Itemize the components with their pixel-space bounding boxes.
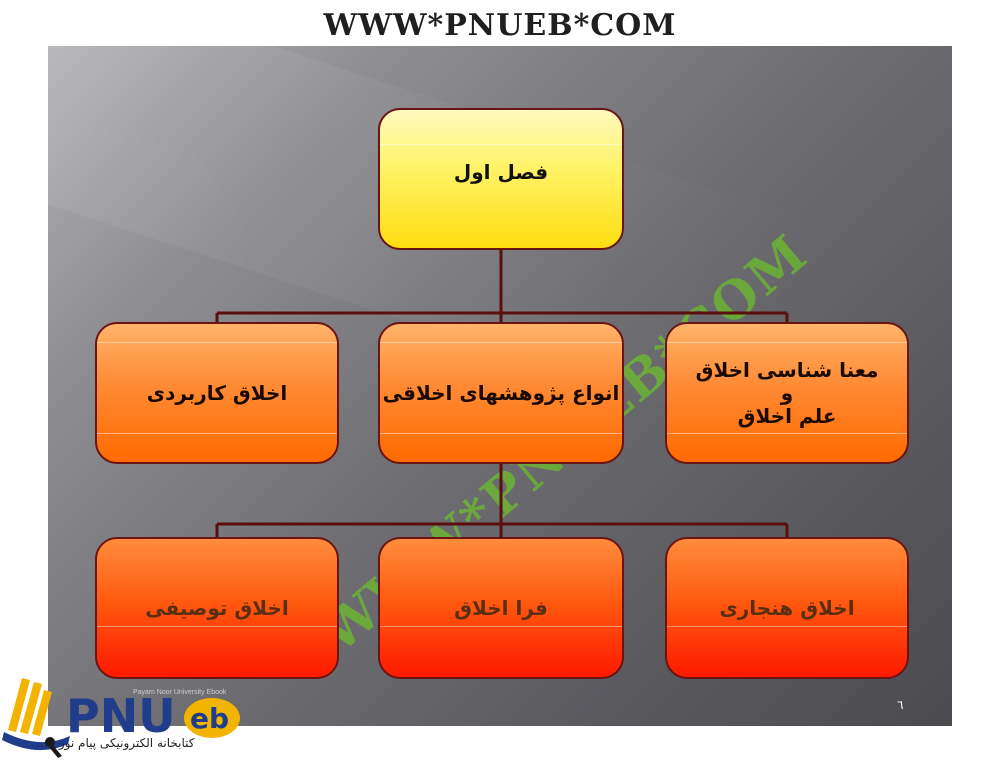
node-applied-ethics-label: اخلاق کاربردی — [146, 380, 288, 405]
node-metaethics: فرا اخلاق — [378, 537, 624, 679]
node-descriptive-ethics-label: اخلاق توصیفی — [145, 595, 289, 620]
page-number: ٦ — [897, 698, 904, 712]
node-types-of-research: انواع پژوهشهای اخلاقی — [378, 322, 624, 464]
node-semantics-line2: و — [780, 380, 794, 405]
site-header: WWW*PNUEB*COM — [323, 8, 677, 43]
svg-text:eb: eb — [190, 702, 229, 735]
node-semantics-line3: علم اخلاق — [737, 403, 837, 428]
node-applied-ethics: اخلاق کاربردی — [95, 322, 339, 464]
node-semantics-line1: معنا شناسی اخلاق — [695, 357, 879, 382]
node-types-of-research-label: انواع پژوهشهای اخلاقی — [382, 380, 620, 405]
logo-book-icon — [2, 678, 70, 758]
node-semantics-and-science: معنا شناسی اخلاق و علم اخلاق — [665, 322, 909, 464]
node-root-label: فصل اول — [453, 159, 549, 184]
logo-subtitle: کتابخانه الکترونیکی پیام نور ..... — [36, 736, 195, 750]
node-normative-ethics-label: اخلاق هنجاری — [719, 595, 855, 620]
node-descriptive-ethics: اخلاق توصیفی — [95, 537, 339, 679]
node-root: فصل اول — [378, 108, 624, 250]
logo-wordmark: PNU — [66, 689, 176, 743]
footer-university: Payam Noor University Ebook — [133, 689, 227, 696]
node-metaethics-label: فرا اخلاق — [454, 595, 548, 620]
node-normative-ethics: اخلاق هنجاری — [665, 537, 909, 679]
pnueb-logo: PNU eb — [2, 678, 240, 758]
